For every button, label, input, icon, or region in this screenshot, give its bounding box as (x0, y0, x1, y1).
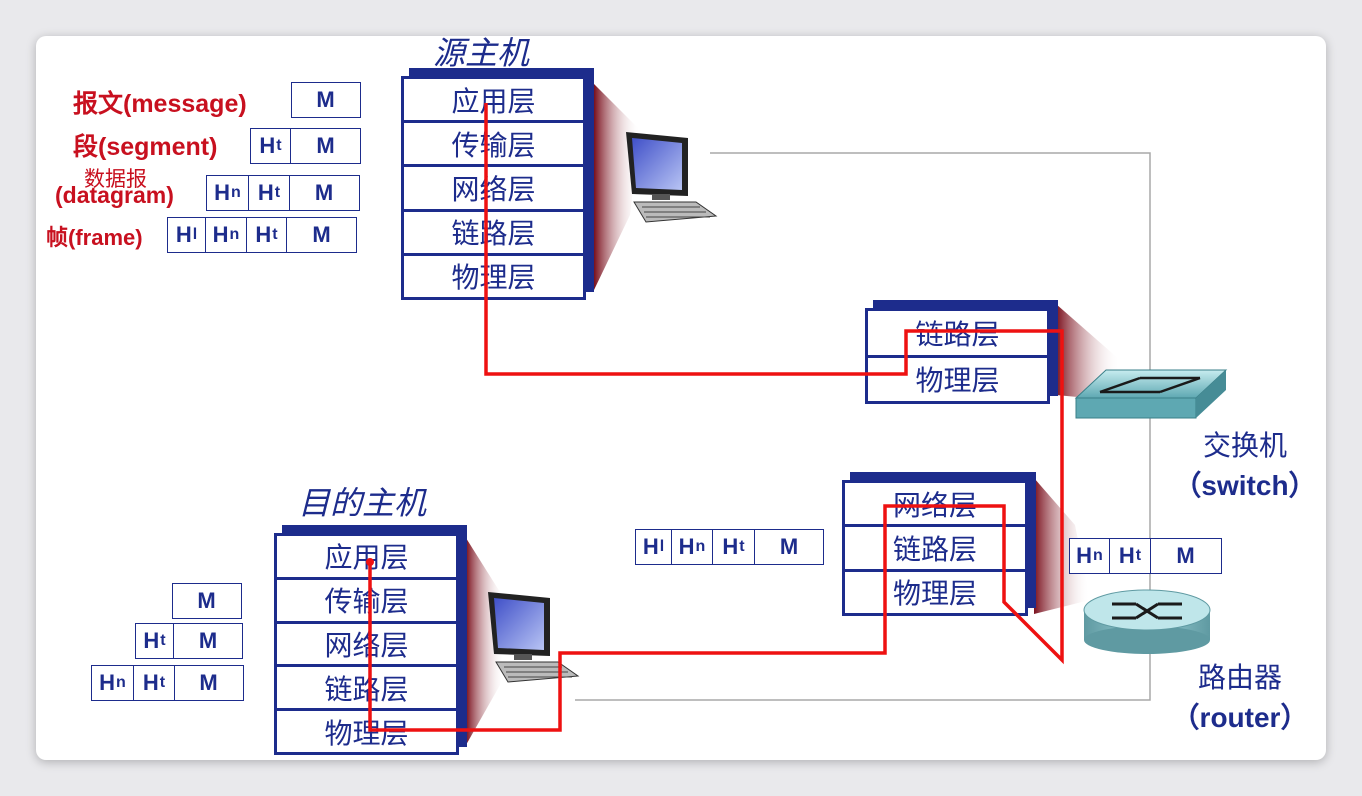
segment-label: 段(segment) (73, 133, 218, 161)
source-host-title: 源主机 (433, 34, 530, 72)
router-layer-link: 链路层 (845, 527, 1025, 572)
source-layer-physical: 物理层 (451, 261, 536, 295)
router-icon (1083, 589, 1211, 654)
source-layer-transport: 传输层 (404, 123, 583, 168)
switch-label-cn: 交换机 (1202, 429, 1287, 462)
packet-message-dest: M (171, 583, 242, 619)
payload-cell: M (754, 529, 824, 565)
dest-host-title: 目的主机 (298, 484, 427, 522)
packet-message: M (290, 82, 361, 118)
payload-cell: M (1149, 538, 1222, 574)
dest-layer-application: 应用层 (277, 536, 456, 580)
computer-icon (626, 132, 718, 223)
payload-cell: M (288, 175, 360, 211)
payload-cell: M (171, 583, 242, 619)
network-links (575, 152, 1151, 701)
dest-layer-link: 链路层 (277, 667, 456, 712)
switch-layer-link: 链路层 (868, 311, 1047, 358)
router-label: 路由器 （router） (1165, 656, 1315, 736)
dest-layer-transport: 传输层 (277, 580, 456, 624)
payload-cell: M (290, 128, 361, 164)
source-layer-network: 网络层 (404, 167, 583, 212)
payload-cell: M (286, 217, 357, 253)
datagram-label-cn: 数据报 (84, 168, 147, 191)
router-label-en: （router） (1171, 702, 1309, 733)
dest-protocol-stack: 应用层 传输层 网络层 链路层 物理层 (274, 533, 459, 755)
payload-cell: M (290, 82, 361, 118)
dest-layer-physical: 物理层 (324, 716, 409, 750)
payload-cell: M (173, 665, 244, 701)
router-label-cn: 路由器 (1197, 661, 1282, 694)
dest-layer-network: 网络层 (277, 624, 456, 668)
source-layer-application: 应用层 (404, 79, 583, 124)
computer-icon (488, 592, 580, 683)
switch-label-en: （switch） (1173, 470, 1317, 501)
switch-icon (1074, 369, 1228, 419)
message-label: 报文(message) (73, 90, 247, 118)
switch-layer-physical: 物理层 (915, 364, 1000, 398)
switch-label: 交换机 （switch） (1170, 424, 1320, 504)
switch-protocol-stack: 链路层 物理层 (865, 308, 1050, 404)
router-protocol-stack: 网络层 链路层 物理层 (842, 480, 1028, 616)
payload-cell: M (173, 623, 243, 659)
source-protocol-stack: 应用层 传输层 网络层 链路层 物理层 (401, 76, 586, 300)
frame-label: 帧(frame) (46, 225, 143, 250)
router-layer-physical: 物理层 (892, 577, 977, 611)
datagram-label-en: (datagram) (55, 182, 174, 208)
source-layer-link: 链路层 (404, 212, 583, 256)
router-layer-network: 网络层 (845, 483, 1025, 528)
